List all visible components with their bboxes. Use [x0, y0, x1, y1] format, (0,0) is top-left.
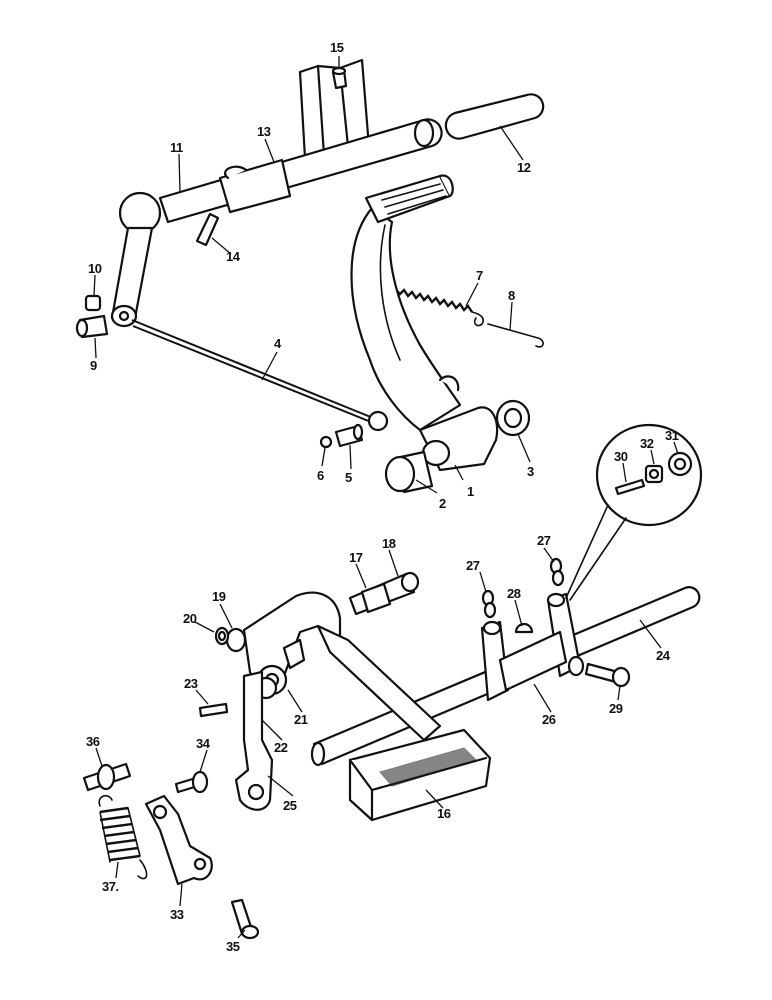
callout-18: 18	[382, 536, 396, 551]
part-9-clevis-pin	[75, 314, 109, 339]
part-36-pin	[82, 762, 132, 792]
callout-8: 8	[508, 288, 515, 303]
part-29-bolt	[584, 662, 631, 688]
part-3-washer	[495, 399, 531, 437]
callout-17: 17	[349, 550, 363, 565]
callout-36: 36	[86, 734, 100, 749]
callout-20: 20	[183, 611, 197, 626]
part-35-bolt	[230, 898, 260, 940]
callout-9: 9	[90, 358, 97, 373]
part-11-lever-arm	[110, 191, 162, 328]
part-33-lever	[144, 794, 213, 886]
part-20-washer	[214, 626, 230, 646]
callout-2: 2	[439, 496, 446, 511]
part-34-bolt	[174, 770, 209, 794]
part-12-sleeve	[444, 93, 545, 140]
part-11-cross-shaft	[158, 118, 443, 224]
callout-6: 6	[317, 468, 324, 483]
callout-27a: 27	[466, 558, 480, 573]
part-5-pin	[334, 423, 364, 448]
callout-7: 7	[476, 268, 483, 283]
upper-pedal	[350, 174, 499, 472]
callout-22: 22	[274, 740, 288, 755]
callout-29: 29	[609, 701, 623, 716]
callout-15: 15	[330, 40, 344, 55]
callout-19: 19	[212, 589, 226, 604]
part-17-pivot-shaft	[348, 571, 420, 616]
part-4-rod	[131, 319, 389, 432]
part-23-pin	[198, 702, 229, 718]
part-7-spring	[395, 288, 485, 327]
part-28-key	[514, 622, 534, 634]
callout-23: 23	[184, 676, 198, 691]
callout-10: 10	[88, 261, 102, 276]
callout-11: 11	[170, 140, 183, 155]
callout-25: 25	[283, 798, 297, 813]
callout-34: 34	[196, 736, 211, 751]
part-27-circlip-left	[481, 589, 497, 619]
callout-37: 37.	[102, 879, 119, 894]
part-2-bush	[384, 450, 434, 494]
part-6-washer	[319, 435, 333, 449]
part-37-spring	[98, 794, 148, 880]
callout-1: 1	[467, 484, 474, 499]
part-26-lever-assembly	[480, 592, 585, 702]
detail-bubble	[565, 423, 703, 601]
callout-5: 5	[345, 470, 352, 485]
callout-35: 35	[226, 939, 240, 954]
callout-26: 26	[542, 712, 556, 727]
part-16-foot-pad	[348, 728, 492, 822]
callout-24: 24	[656, 648, 671, 663]
callout-labels: 1 2 3 4 5 6 7 8 9 10 11 12 13 14 15 16 1…	[86, 40, 679, 954]
callout-13: 13	[257, 124, 271, 139]
part-14-pin	[195, 212, 220, 247]
callout-16: 16	[437, 806, 451, 821]
callout-4: 4	[274, 336, 282, 351]
callout-21: 21	[294, 712, 308, 727]
part-25-link-plate	[234, 670, 274, 811]
part-8-link	[487, 323, 544, 348]
callout-28: 28	[507, 586, 521, 601]
lower-pedal	[242, 591, 442, 742]
callout-31: 31	[665, 428, 679, 443]
callout-14: 14	[226, 249, 241, 264]
callout-3: 3	[527, 464, 534, 479]
part-19-washer	[225, 627, 247, 653]
part-10-nut	[84, 294, 102, 312]
leader-lines	[93, 56, 679, 939]
callout-33: 33	[170, 907, 184, 922]
callout-12: 12	[517, 160, 531, 175]
callout-32: 32	[640, 436, 654, 451]
callout-30: 30	[614, 449, 628, 464]
callout-27b: 27	[537, 533, 551, 548]
part-15-stud	[331, 66, 348, 90]
part-27-circlip-right	[549, 557, 565, 587]
